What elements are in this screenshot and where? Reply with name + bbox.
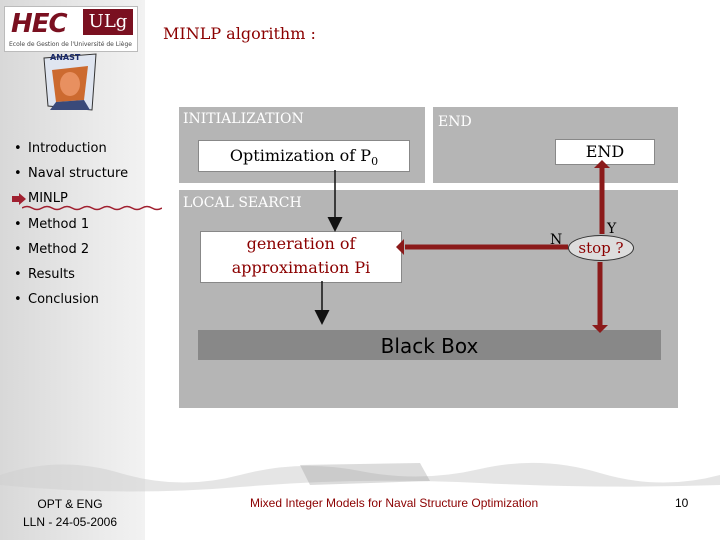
black-box: Black Box: [198, 330, 661, 360]
local-search-panel: [179, 190, 678, 408]
nav-item-minlp[interactable]: MINLP: [14, 190, 68, 208]
generation-line-2: approximation Pi: [201, 256, 401, 280]
bullet-icon: •: [14, 291, 28, 309]
local-search-label: LOCAL SEARCH: [183, 195, 302, 211]
logo-subtitle: Ecole de Gestion de l'Université de Lièg…: [9, 41, 132, 48]
nav-item-conclusion[interactable]: •Conclusion: [14, 291, 99, 309]
generation-line-1: generation of: [201, 232, 401, 256]
hec-logo-text: HEC: [11, 9, 67, 39]
nav-label: Introduction: [28, 141, 107, 156]
ulg-logo-text: ULg: [83, 9, 133, 35]
wavy-underline-icon: [22, 205, 162, 211]
bullet-icon: •: [14, 140, 28, 158]
nav-item-method-2[interactable]: •Method 2: [14, 241, 89, 259]
nav-label: Naval structure: [28, 166, 128, 181]
nav-item-introduction[interactable]: •Introduction: [14, 140, 107, 158]
bullet-icon: •: [14, 266, 28, 284]
anast-logo-text: ANAST: [50, 53, 80, 62]
end-panel-label: END: [438, 114, 472, 130]
end-box: END: [555, 139, 655, 165]
nav-label: Conclusion: [28, 292, 99, 307]
nav-label: MINLP: [28, 191, 68, 206]
initialization-label: INITIALIZATION: [183, 111, 304, 127]
nav-item-results[interactable]: •Results: [14, 266, 75, 284]
stop-decision: stop ?: [568, 235, 634, 261]
slide-title: MINLP algorithm :: [163, 24, 316, 43]
bullet-icon: •: [14, 165, 28, 183]
nav-label: Method 1: [28, 217, 89, 232]
nav-label: Results: [28, 267, 75, 282]
current-arrow-icon: [11, 193, 27, 205]
footer-left-line-2: LLN - 24-05-2006: [10, 513, 130, 531]
footer-center: Mixed Integer Models for Naval Structure…: [250, 496, 538, 510]
bullet-icon: •: [14, 241, 28, 259]
hec-ulg-logo: HEC ULg Ecole de Gestion de l'Université…: [4, 6, 138, 52]
page-number: 10: [675, 496, 688, 510]
nav-label: Method 2: [28, 242, 89, 257]
bullet-icon: •: [14, 216, 28, 234]
optimization-box: Optimization of P0: [198, 140, 410, 172]
generation-box: generation of approximation Pi: [200, 231, 402, 283]
n-label: N: [550, 232, 562, 248]
optimization-text: Optimization of P: [230, 146, 371, 165]
nav-item-method-1[interactable]: •Method 1: [14, 216, 89, 234]
optimization-subscript: 0: [371, 155, 378, 168]
y-label: Y: [607, 221, 616, 237]
nav-item-naval-structure[interactable]: •Naval structure: [14, 165, 128, 183]
